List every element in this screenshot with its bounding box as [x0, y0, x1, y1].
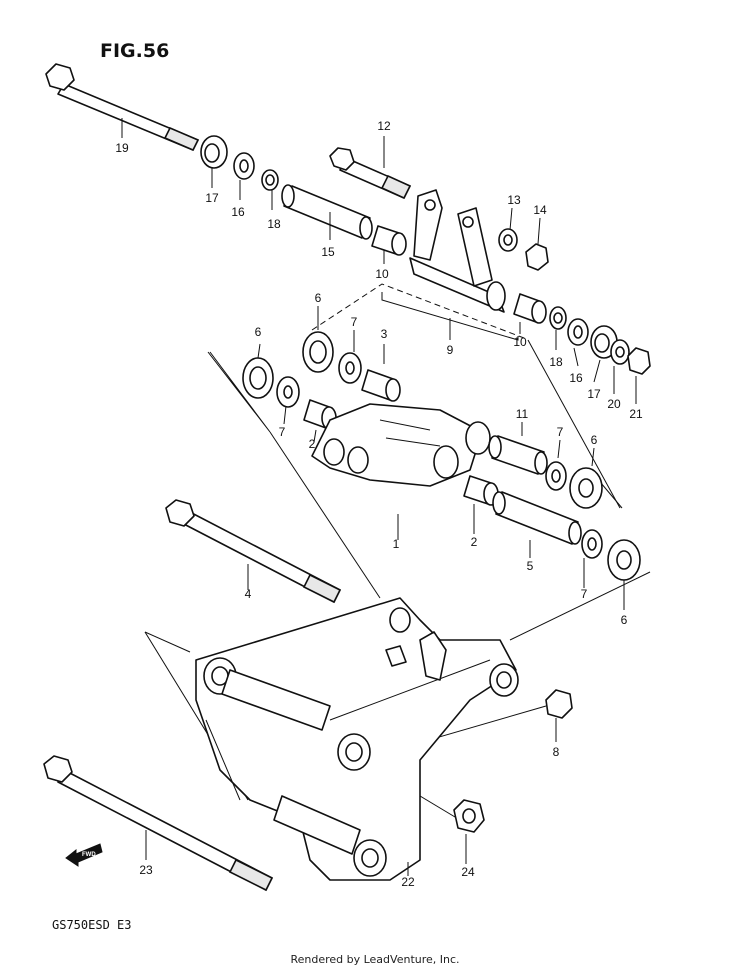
callout-7-c: 7 [557, 425, 564, 439]
callout-18-right: 18 [549, 355, 563, 369]
nut-21 [627, 347, 651, 375]
callout-11: 11 [516, 407, 529, 421]
callout-leaders [121, 118, 637, 876]
washer-20 [610, 339, 630, 365]
washer-7-right-lower [581, 529, 603, 559]
callout-21: 21 [629, 407, 643, 421]
bearing-3 [361, 369, 401, 402]
bolt-23 [43, 755, 274, 892]
model-code: GS750ESD E3 [52, 918, 132, 932]
washer-16-left [233, 152, 255, 180]
callout-17-left: 17 [205, 191, 219, 205]
callout-7-d: 7 [581, 587, 588, 601]
figure-title: FIG.56 [100, 40, 170, 62]
callout-6-b: 6 [255, 325, 262, 339]
callout-20: 20 [607, 397, 621, 411]
seal-6-left [242, 357, 274, 399]
bolt-19 [45, 63, 200, 152]
callout-10-left: 10 [375, 267, 389, 281]
render-credit: Rendered by LeadVenture, Inc. [290, 953, 460, 966]
sleeve-15 [281, 184, 373, 240]
callout-18-left: 18 [267, 217, 281, 231]
callout-8: 8 [553, 745, 560, 759]
seal-6-right-upper [569, 467, 603, 509]
nut-14 [525, 243, 549, 271]
forward-arrow-label: FWD [82, 852, 96, 858]
bearing-10-right [513, 293, 547, 324]
callout-24: 24 [461, 865, 475, 879]
callout-13: 13 [507, 193, 521, 207]
callout-7-a: 7 [351, 315, 358, 329]
nut-8 [545, 689, 573, 719]
callout-9: 9 [447, 343, 454, 357]
callout-14: 14 [533, 203, 547, 217]
seal-6-right-lower [607, 539, 641, 581]
bushing-17-right [590, 325, 618, 359]
callout-3: 3 [381, 327, 388, 341]
callout-23: 23 [139, 863, 153, 877]
nut-24 [453, 799, 485, 833]
callout-4: 4 [245, 587, 252, 601]
callout-5: 5 [527, 559, 534, 573]
callout-15: 15 [321, 245, 335, 259]
callout-16-left: 16 [231, 205, 245, 219]
callout-12: 12 [377, 119, 391, 133]
callout-6-a: 6 [315, 291, 322, 305]
cushion-lever-1 [311, 403, 491, 487]
bushing-17-left [200, 135, 228, 169]
sleeve-11 [488, 435, 548, 475]
bolt-4 [165, 499, 342, 604]
seal-6-mid [302, 331, 334, 373]
washer-7-left [276, 376, 300, 408]
callout-6-d: 6 [621, 613, 628, 627]
washer-13 [498, 228, 518, 252]
callout-7-b: 7 [279, 425, 286, 439]
collar-18-right [549, 306, 567, 330]
forward-arrow-icon: FWD [65, 843, 103, 867]
collar-18-left [261, 169, 279, 191]
washer-7-right-upper [545, 461, 567, 491]
callout-10-right: 10 [513, 335, 527, 349]
callout-6-c: 6 [591, 433, 598, 447]
cushion-rod-22 [195, 597, 519, 881]
bearing-10-left [371, 225, 407, 256]
callout-16-right: 16 [569, 371, 583, 385]
callout-labels: 19 17 16 18 15 12 13 14 10 10 9 18 16 17… [115, 119, 643, 889]
callout-2-a: 2 [309, 437, 316, 451]
bearing-2-right [463, 475, 499, 506]
bolt-12 [329, 147, 412, 200]
callout-1: 1 [393, 537, 400, 551]
sleeve-5 [492, 491, 582, 545]
callout-2-b: 2 [471, 535, 478, 549]
rod-bracket-9 [409, 189, 506, 313]
callout-22: 22 [401, 875, 415, 889]
callout-17-right: 17 [587, 387, 601, 401]
callout-19: 19 [115, 141, 129, 155]
washer-16-right [567, 318, 589, 346]
washer-7-mid [338, 352, 362, 384]
